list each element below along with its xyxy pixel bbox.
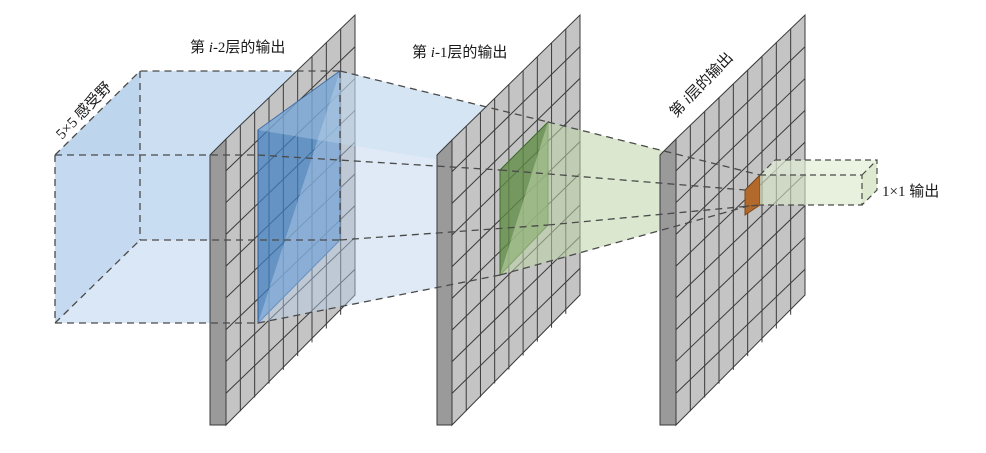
grid-row-line	[225, 237, 356, 362]
grid-row-line	[675, 109, 806, 235]
label-output: 1×1 输出	[882, 183, 939, 200]
dashed-edges	[54, 70, 761, 324]
plate-side	[436, 138, 453, 426]
plate-side	[659, 137, 677, 426]
grid-row-line	[225, 268, 356, 394]
grid-row-line	[675, 78, 806, 203]
label-layer-i-minus-2: 第 i-2层的输出	[190, 38, 285, 56]
grid-row-line	[675, 46, 806, 172]
grid-row-line	[451, 267, 581, 394]
label-layer-i-minus-1: 第 i-1层的输出	[412, 43, 507, 61]
layer-i-plate	[659, 13, 806, 427]
grid-row-line	[675, 205, 806, 331]
grid-row-line	[675, 268, 806, 394]
grid-row-line	[451, 46, 581, 173]
plate-front	[675, 13, 806, 427]
grid-row-line	[675, 237, 806, 362]
output-box	[759, 159, 878, 206]
grid-row-line	[451, 77, 581, 204]
plate-side	[209, 137, 227, 426]
